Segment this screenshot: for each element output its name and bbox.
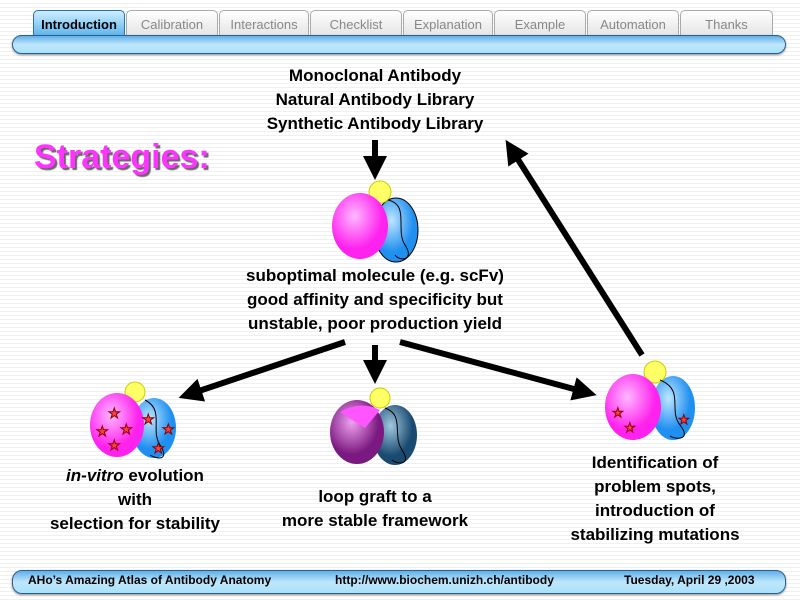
caption-line: suboptimal molecule (e.g. scFv)	[246, 266, 504, 285]
source-natural-library: Natural Antibody Library	[275, 90, 475, 109]
caption-line: loop graft to a	[318, 487, 432, 506]
tab-calibration[interactable]: Calibration	[126, 10, 218, 36]
tab-introduction[interactable]: Introduction	[33, 10, 125, 36]
tab-example[interactable]: Example	[494, 10, 586, 36]
arrow-left	[178, 339, 346, 402]
molecule-right-icon: ★★★	[605, 360, 695, 440]
tab-explanation[interactable]: Explanation	[403, 10, 493, 36]
caption-line: more stable framework	[281, 511, 469, 530]
caption-rest: evolution	[123, 466, 204, 485]
caption-line: problem spots,	[594, 477, 716, 496]
molecule-top-icon	[332, 180, 419, 263]
middle-caption: loop graft to a more stable framework	[250, 485, 500, 533]
svg-text:★: ★	[142, 411, 155, 427]
header-bar	[12, 35, 786, 54]
caption-line: good affinity and specificity but	[247, 290, 503, 309]
tab-thanks[interactable]: Thanks	[680, 10, 773, 36]
svg-text:★: ★	[152, 440, 165, 456]
caption-line: with	[118, 490, 152, 509]
footer-bar	[12, 570, 786, 594]
svg-text:★: ★	[96, 423, 109, 439]
caption-italic: in-vitro	[66, 466, 124, 485]
sources-list: Monoclonal Antibody Natural Antibody Lib…	[200, 64, 550, 136]
arrows	[178, 139, 645, 402]
left-caption: in-vitro evolution with selection for st…	[20, 464, 250, 536]
footer-title: AHo’s Amazing Atlas of Antibody Anatomy	[28, 573, 272, 587]
center-caption: suboptimal molecule (e.g. scFv) good aff…	[200, 264, 550, 336]
arrow-right	[399, 339, 597, 401]
caption-line: unstable, poor production yield	[247, 314, 503, 333]
svg-text:★: ★	[162, 421, 175, 437]
tab-automation[interactable]: Automation	[587, 10, 679, 36]
svg-text:★: ★	[612, 405, 624, 420]
source-monoclonal: Monoclonal Antibody	[288, 66, 462, 85]
svg-text:★: ★	[678, 412, 690, 427]
caption-line: introduction of	[595, 501, 715, 520]
caption-line: stabilizing mutations	[570, 525, 740, 544]
caption-line: Identification of	[591, 453, 719, 472]
slide-title: Strategies:	[34, 138, 210, 176]
molecule-left-icon: ★★★★★★★	[90, 381, 176, 459]
right-caption: Identification of problem spots, introdu…	[540, 451, 770, 547]
caption-line: selection for stability	[49, 514, 221, 533]
svg-text:★: ★	[624, 420, 636, 435]
molecule-middle-icon	[330, 387, 417, 465]
arrow-up	[505, 139, 645, 357]
tab-checklist[interactable]: Checklist	[310, 10, 402, 36]
mutation-stars: ★★★★★★★	[96, 405, 176, 457]
footer-date: Tuesday, April 29 ,2003	[624, 573, 755, 587]
svg-text:★: ★	[108, 437, 121, 453]
footer-url[interactable]: http://www.biochem.unizh.ch/antibody	[335, 573, 554, 587]
svg-text:★: ★	[108, 405, 121, 421]
source-synthetic-library: Synthetic Antibody Library	[266, 114, 484, 133]
tab-interactions[interactable]: Interactions	[219, 10, 309, 36]
svg-text:★: ★	[120, 421, 133, 437]
